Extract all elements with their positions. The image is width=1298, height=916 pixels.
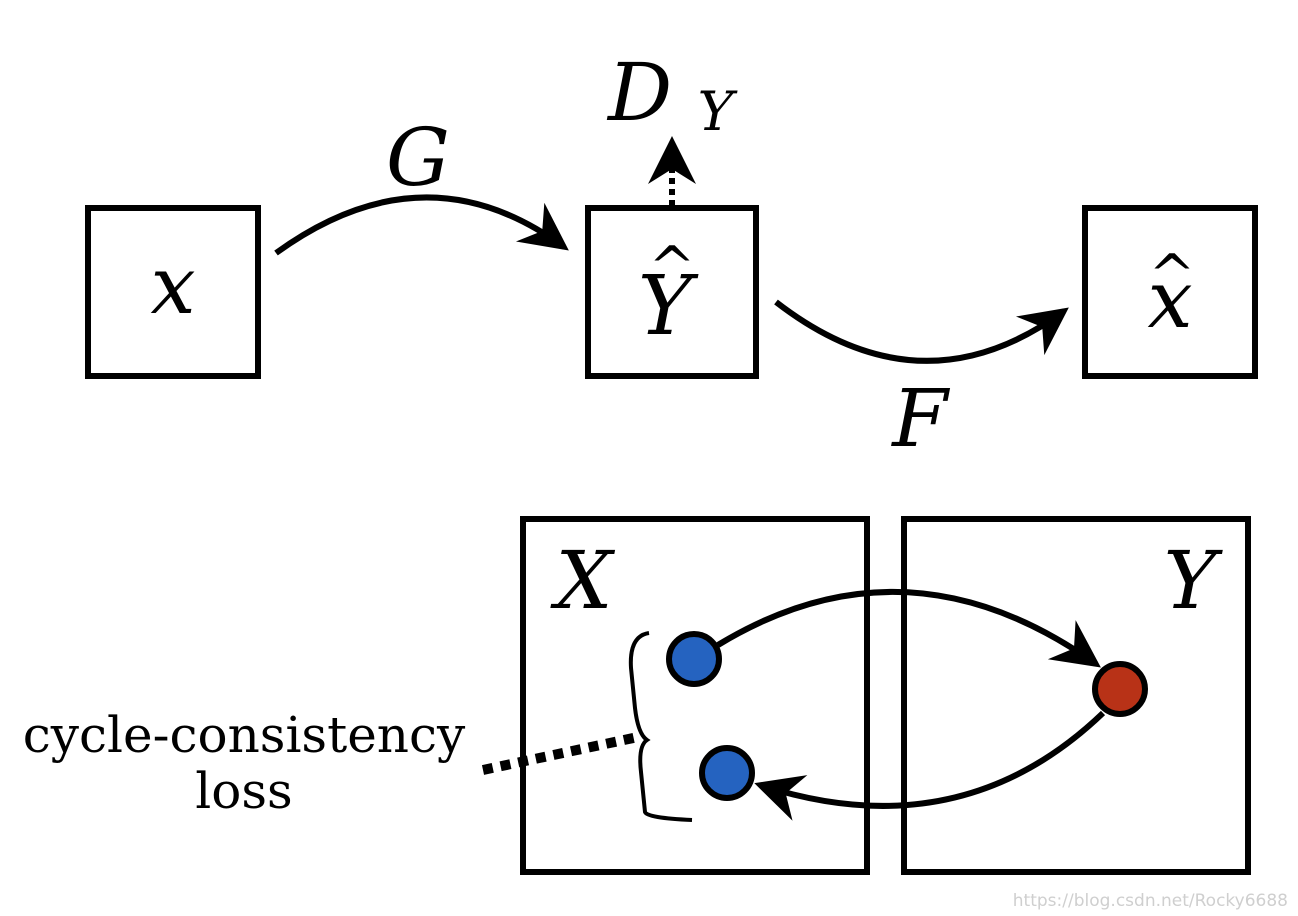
sample-point-reconstructed — [699, 745, 755, 801]
node-box-input — [85, 205, 261, 379]
curly-brace — [628, 631, 693, 822]
top-panel: x ^ Y ^ x G F D Y — [85, 46, 1258, 465]
loss-label-line2: loss — [195, 762, 292, 820]
discriminator-letter: D — [606, 46, 672, 139]
generator-label: G — [386, 111, 450, 204]
domain-x-box — [520, 516, 870, 875]
bottom-panel: X Y cycle-consistency loss — [23, 516, 1251, 875]
forward-mapping-arrow — [716, 588, 1101, 668]
node-label-reconstruction: x — [1147, 253, 1192, 346]
node-label-input: x — [150, 239, 195, 332]
node-label-reconstruction-hat: ^ — [1149, 243, 1196, 308]
sample-point-x — [666, 631, 722, 687]
generator-arrow — [274, 194, 569, 256]
loss-label-line1: cycle-consistency — [23, 706, 466, 764]
discriminator-subscript: Y — [698, 80, 738, 143]
domain-y-label: Y — [1164, 534, 1224, 627]
node-box-fake-y — [585, 205, 759, 379]
domain-y-box — [901, 516, 1251, 875]
node-label-fake-y: Y — [638, 259, 699, 354]
discriminator-label: D Y — [606, 46, 738, 143]
inverse-label: F — [890, 372, 950, 465]
sample-point-y — [1092, 661, 1148, 717]
domain-x-label: X — [550, 534, 616, 627]
inverse-arrow — [774, 299, 1069, 364]
node-label-fake-y-hat: ^ — [649, 235, 696, 300]
watermark: https://blog.csdn.net/Rocky6688 — [1013, 891, 1288, 911]
loss-leader-line — [481, 732, 640, 775]
node-box-reconstruction — [1082, 205, 1258, 379]
backward-mapping-arrow — [754, 710, 1106, 821]
